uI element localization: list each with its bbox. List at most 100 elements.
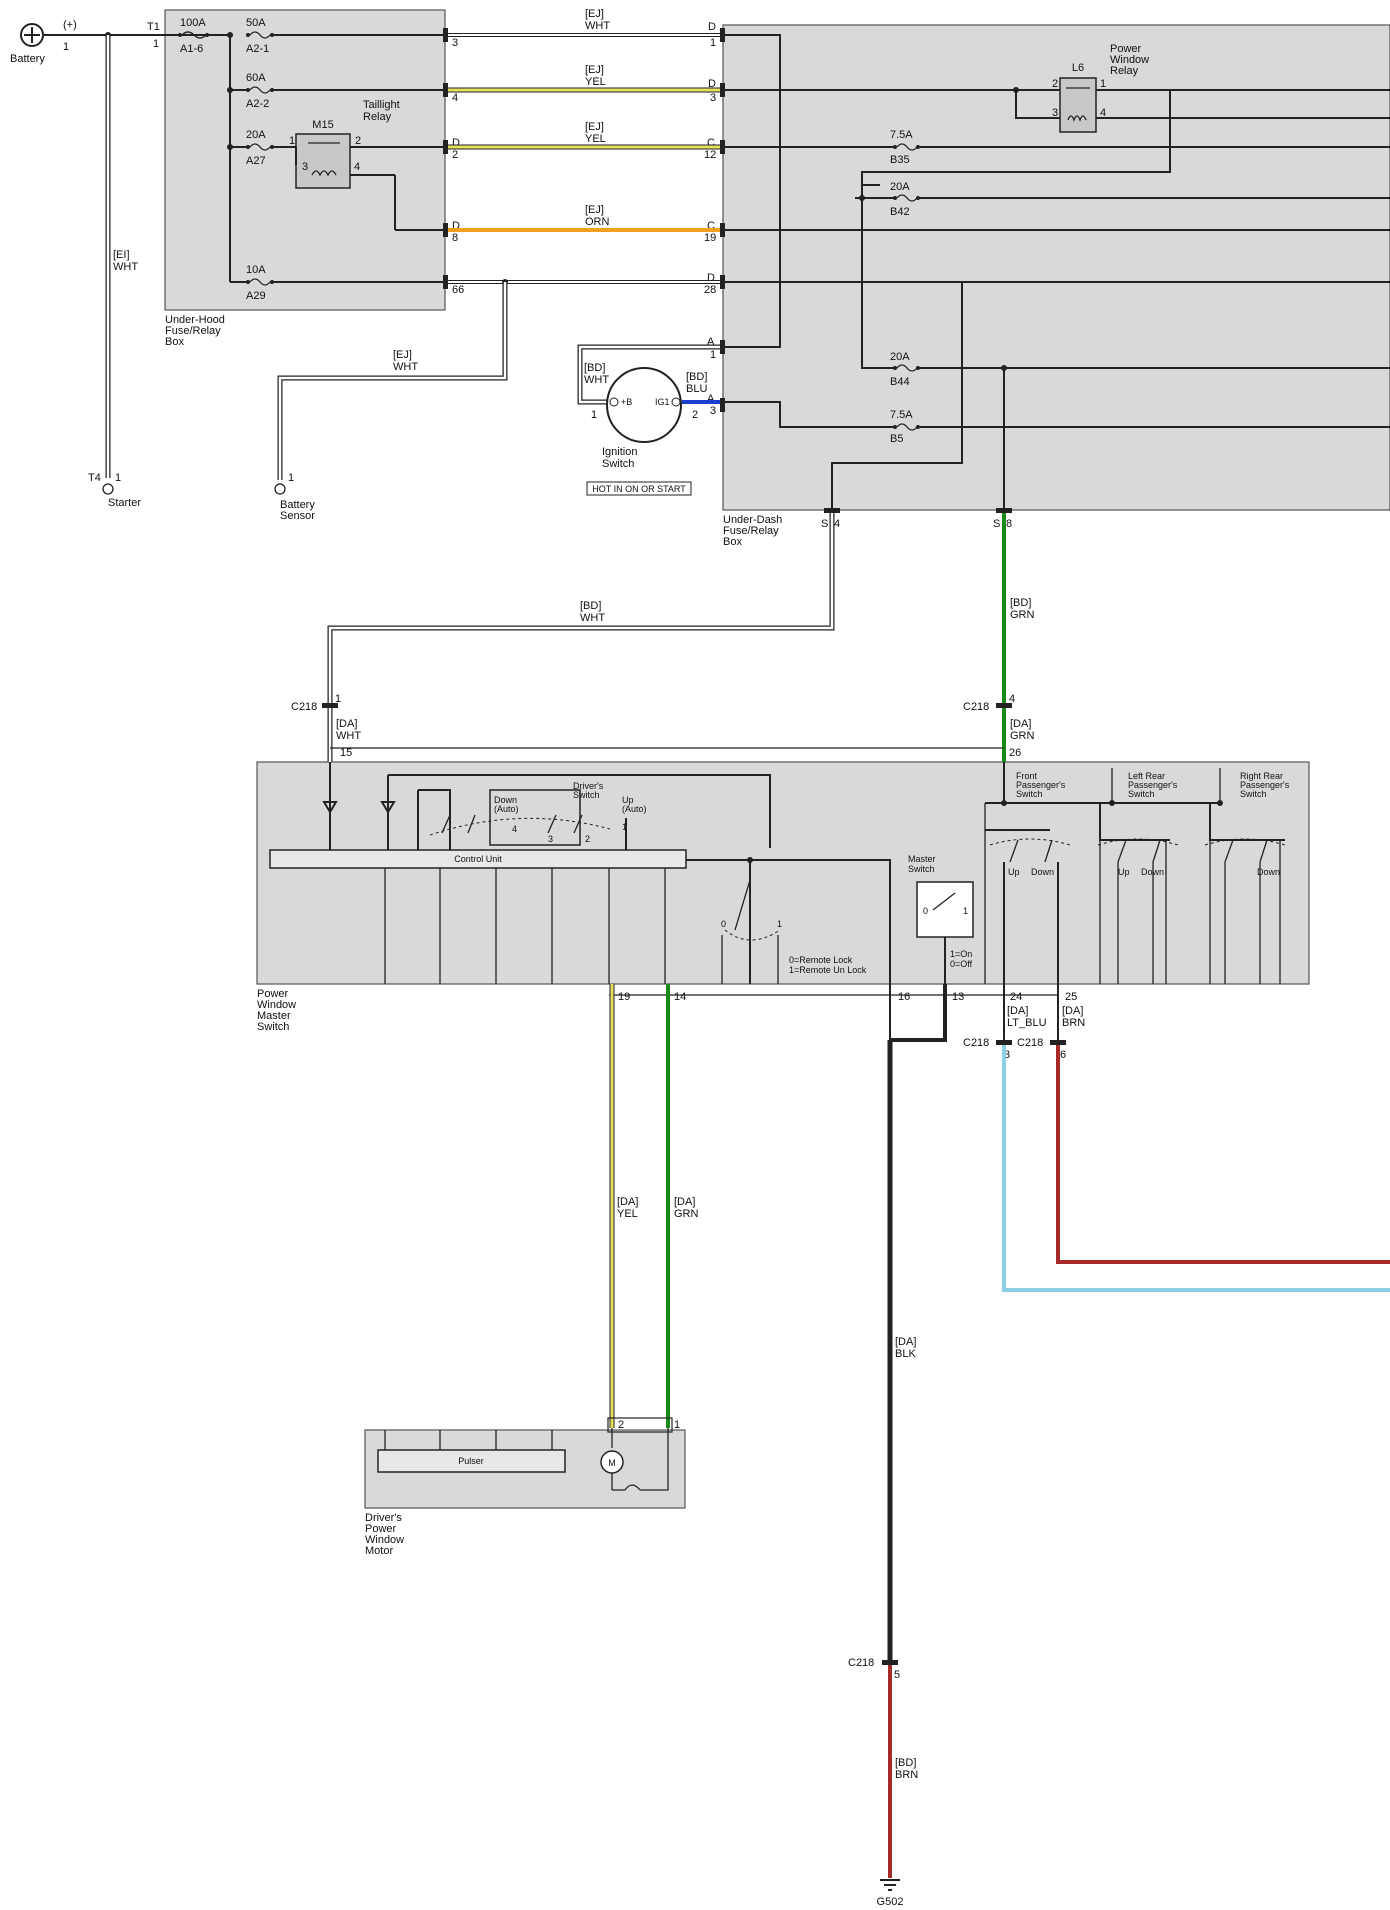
wire-brn-right	[1056, 1045, 1390, 1264]
pin-ud-3b: 3	[710, 405, 716, 417]
taillight-relay-id: M15	[312, 119, 333, 131]
fuse-a2-2-rating: 60A	[246, 72, 266, 84]
master-box-label-3: Master	[257, 1010, 291, 1022]
taillight-relay-label-2: Relay	[363, 111, 392, 123]
wire-h4-code: [EJ]	[585, 204, 604, 216]
motor-box-label-1: Driver's	[365, 1512, 402, 1524]
c218-left-pin: 1	[335, 693, 341, 705]
master-box-label-2: Window	[257, 999, 296, 1011]
right-rear-label-1: Right Rear	[1240, 771, 1283, 781]
pin-s8-n: 8	[1006, 518, 1012, 530]
down-auto-label-2: (Auto)	[494, 804, 519, 814]
pin-ud-1: 1	[710, 37, 716, 49]
wire-h3-code: [EJ]	[585, 121, 604, 133]
wire-m-wht2-color: WHT	[336, 730, 361, 742]
blk-wire-code: [DA]	[895, 1336, 916, 1348]
relay-l6-pin-3: 3	[1052, 107, 1058, 119]
battery-sensor-label-2: Sensor	[280, 510, 315, 522]
c218-ground-label: C218	[848, 1657, 874, 1669]
pin-m-15: 15	[340, 747, 352, 759]
pin-ud-28: 28	[704, 284, 716, 296]
battery-sensor-pin: 1	[288, 472, 294, 484]
brn-code: [DA]	[1062, 1005, 1083, 1017]
master-switch-label-2: Switch	[908, 864, 935, 874]
pin-ud-d1: D	[708, 21, 716, 33]
master-box-label-4: Switch	[257, 1021, 289, 1033]
c218-right-pin: 4	[1009, 693, 1015, 705]
up-auto-label-2: (Auto)	[622, 804, 647, 814]
under-dash-box-label-1: Under-Dash	[723, 514, 782, 526]
pin-m-19: 19	[618, 991, 630, 1003]
wire-h3-color: YEL	[585, 133, 606, 145]
fuse-b35-rating: 7.5A	[890, 129, 913, 141]
pin-m-14: 14	[674, 991, 686, 1003]
ignition-pin-1: 1	[591, 409, 597, 421]
fuse-a29-id: A29	[246, 290, 266, 302]
fuse-a2-2-id: A2-2	[246, 98, 269, 110]
wire-m-grn2-code: [DA]	[1010, 718, 1031, 730]
battery-plus-label: (+)	[63, 19, 77, 31]
fuse-a2-1-id: A2-1	[246, 43, 269, 55]
pin-m-16: 16	[898, 991, 910, 1003]
right-rear-label-3: Switch	[1240, 789, 1267, 799]
taillight-relay-icon	[295, 133, 351, 189]
power-window-relay-label-1: Power	[1110, 43, 1142, 55]
ltblu-code: [DA]	[1007, 1005, 1028, 1017]
up-auto-label-1: Up	[622, 795, 634, 805]
relay-m15-pin-1: 1	[289, 135, 295, 147]
c218-ground-pin: 5	[894, 1669, 900, 1681]
ignition-pin-2: 2	[692, 409, 698, 421]
drivers-switch-label-2: Switch	[573, 790, 600, 800]
relay-l6-pin-4: 4	[1100, 107, 1106, 119]
pin-uh-8: 8	[452, 232, 458, 244]
under-dash-box-label-2: Fuse/Relay	[723, 525, 779, 537]
wire-m-wht-code: [BD]	[580, 600, 601, 612]
under-dash-fuse-relay-box	[722, 24, 1390, 511]
relay-m15-pin-2: 2	[355, 135, 361, 147]
ds-pin-4: 4	[512, 824, 517, 834]
relay-m15-pin-3: 3	[302, 161, 308, 173]
wire-m-grn2-color: GRN	[1010, 730, 1035, 742]
remote-lock-note-1: 0=Remote Lock	[789, 955, 853, 965]
wire-h2-color: YEL	[585, 76, 606, 88]
ignition-label-1: Ignition	[602, 446, 637, 458]
master-switch-label-1: Master	[908, 854, 936, 864]
starter-wire-code: [EI]	[113, 249, 130, 261]
front-passenger-down: Down	[1031, 867, 1054, 877]
wire-m-grn-color: GRN	[1010, 609, 1035, 621]
t1-label: T1	[147, 21, 160, 33]
fuse-b42-id: B42	[890, 206, 910, 218]
front-passenger-label-1: Front	[1016, 771, 1038, 781]
c218-3-pin: 3	[1004, 1049, 1010, 1061]
motor-breaker-icon	[624, 1484, 641, 1491]
battery-icon	[20, 23, 44, 47]
power-window-relay-label-2: Window	[1110, 54, 1149, 66]
front-passenger-label-3: Switch	[1016, 789, 1043, 799]
wire-h2-code: [EJ]	[585, 64, 604, 76]
battery-sensor-terminal-icon	[274, 483, 286, 495]
fuse-b44-id: B44	[890, 376, 910, 388]
under-dash-box-label-3: Box	[723, 536, 742, 548]
starter-label: Starter	[108, 497, 141, 509]
pin-ud-d28: D	[707, 272, 715, 284]
pin-m-13: 13	[952, 991, 964, 1003]
fuse-a2-1-rating: 50A	[246, 17, 266, 29]
c218-6-label: C218	[1017, 1037, 1043, 1049]
pin-uh-3: 3	[452, 37, 458, 49]
relay-m15-pin-4: 4	[354, 161, 360, 173]
pin-uh-2: 2	[452, 149, 458, 161]
fuse-a29-rating: 10A	[246, 264, 266, 276]
master-switch-on: 1=On	[950, 949, 972, 959]
pin-m-26: 26	[1009, 747, 1021, 759]
c218-6-pin: 6	[1060, 1049, 1066, 1061]
ignition-left-color: WHT	[584, 374, 609, 386]
fuse-a27-rating: 20A	[246, 129, 266, 141]
power-window-relay-id: L6	[1072, 62, 1084, 74]
motor-yel-code: [DA]	[617, 1196, 638, 1208]
wire-h4-color: ORN	[585, 216, 610, 228]
c218-right-label: C218	[963, 701, 989, 713]
motor-grn-code: [DA]	[674, 1196, 695, 1208]
battery-sensor-label-1: Battery	[280, 499, 315, 511]
